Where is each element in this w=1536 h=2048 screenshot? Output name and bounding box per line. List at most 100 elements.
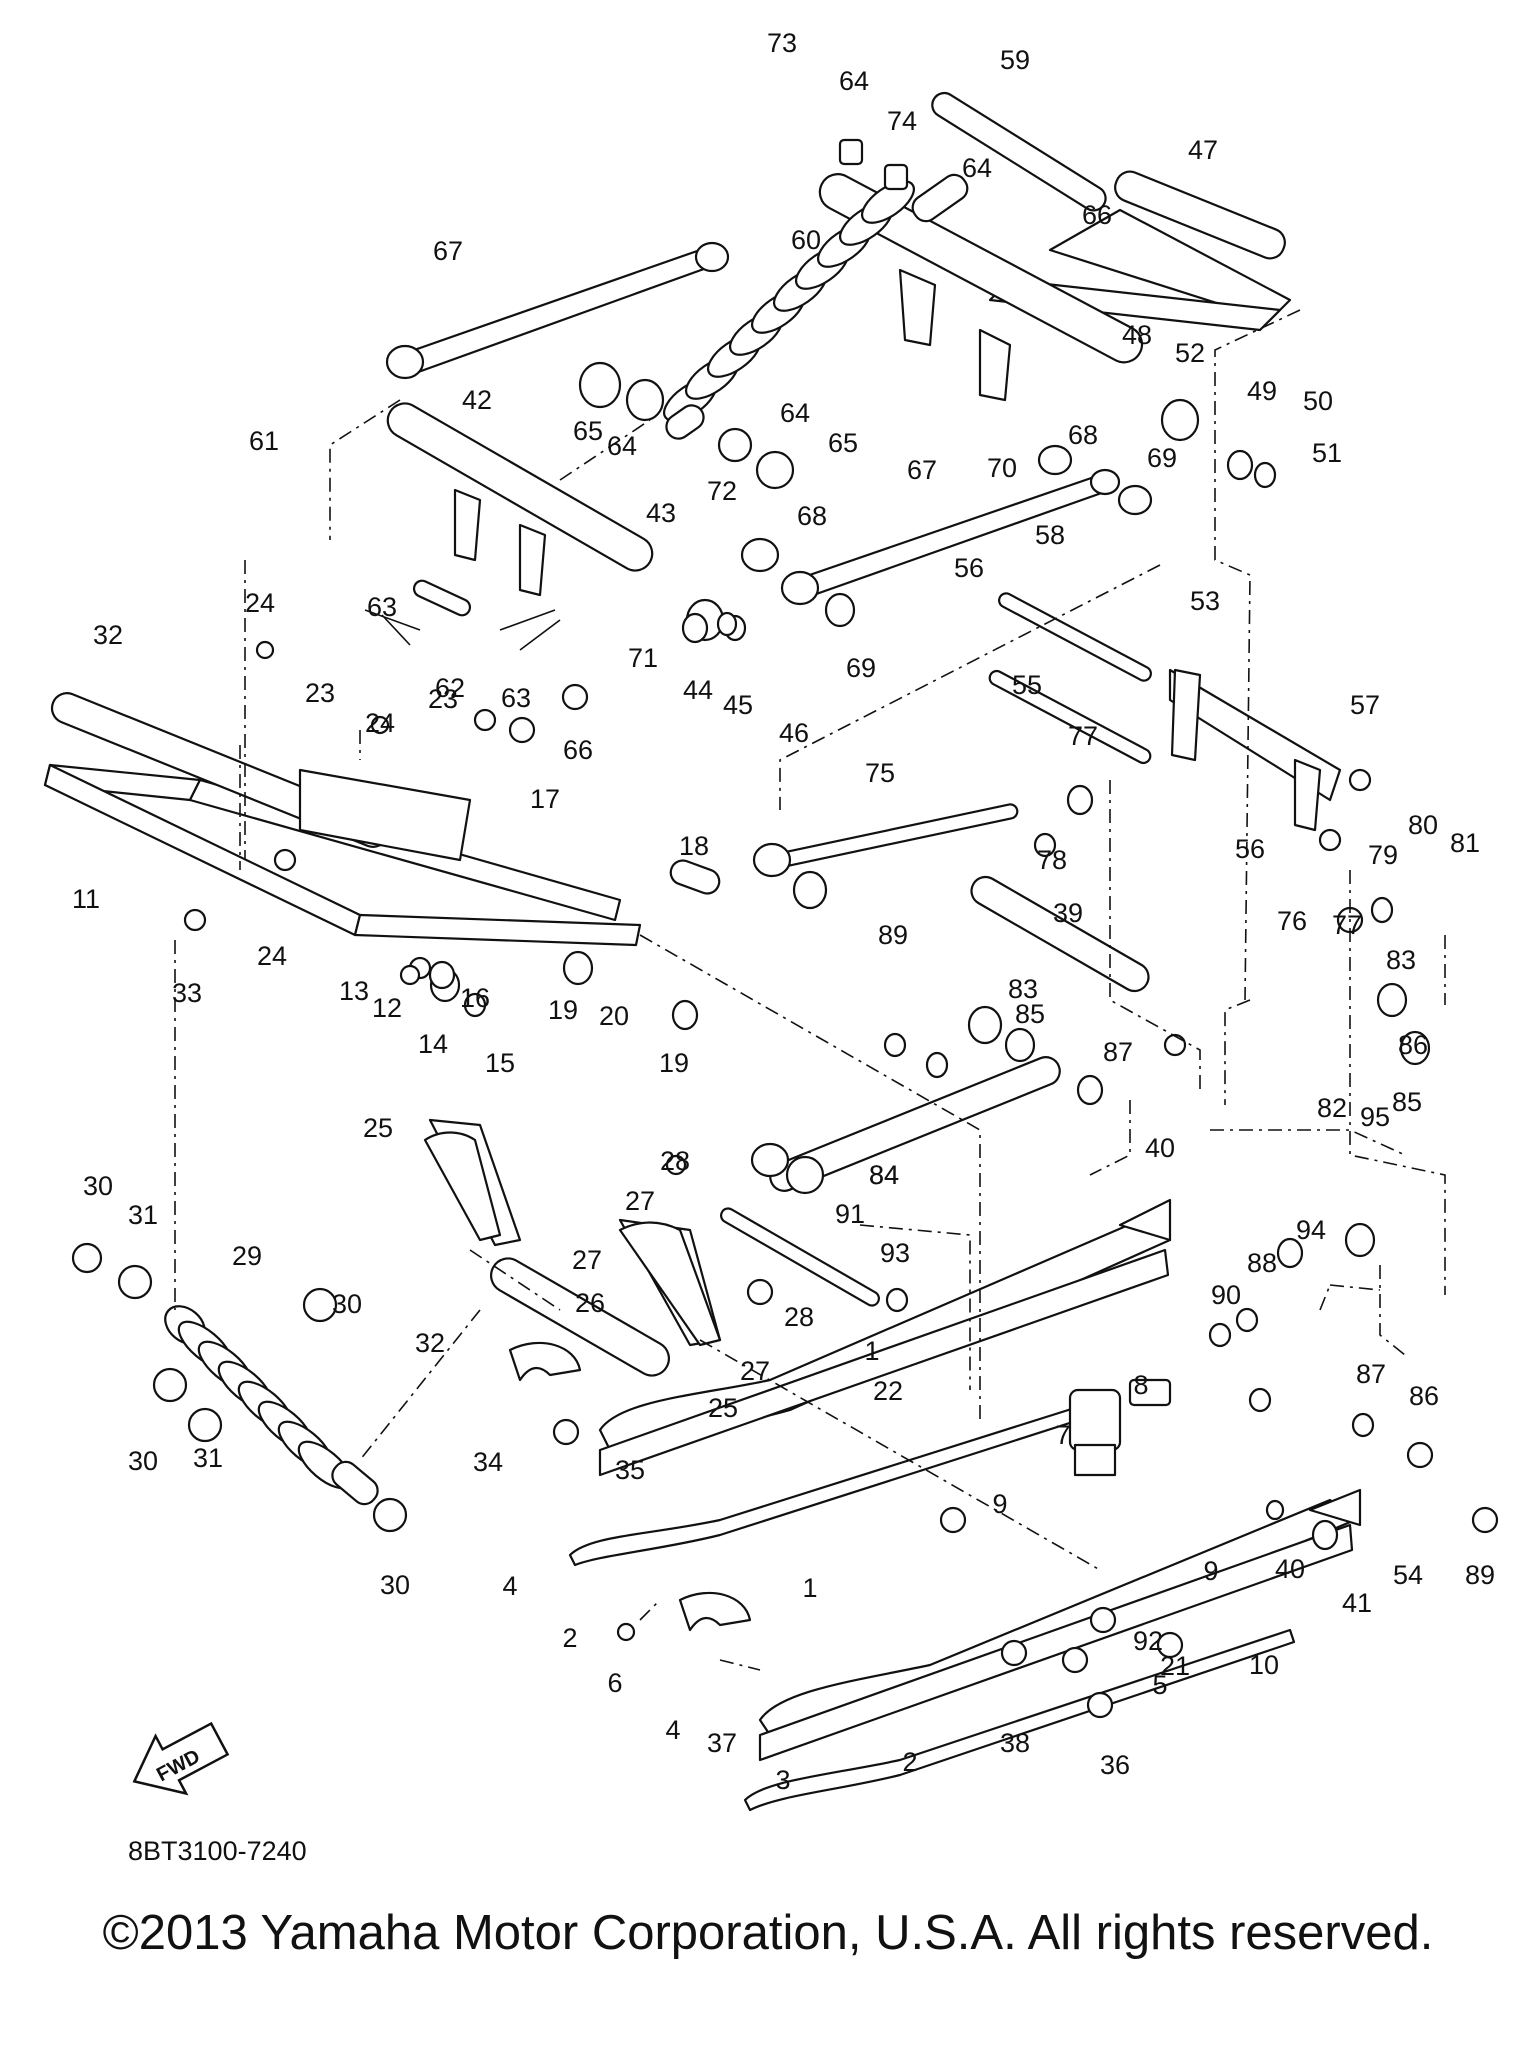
part-number-label: 46: [779, 718, 809, 748]
part-number-label: 32: [415, 1328, 445, 1358]
link-rods-67: [385, 241, 1121, 606]
front-arm-11: [43, 692, 642, 947]
part-number-label: 41: [1342, 1588, 1372, 1618]
part-number-label: 51: [1312, 438, 1342, 468]
part-number-label: 45: [723, 690, 753, 720]
part-number-label: 72: [707, 476, 737, 506]
part-number-label: 4: [665, 1715, 680, 1745]
part-number-label: 93: [880, 1238, 910, 1268]
part-number-label: 86: [1409, 1381, 1439, 1411]
part-number-label: 59: [1000, 45, 1030, 75]
part-number-label: 2: [902, 1747, 917, 1777]
part-number-label: 19: [548, 995, 578, 1025]
part-number-label: 27: [572, 1245, 602, 1275]
part-number-label: 62: [435, 673, 465, 703]
part-number-label: 78: [1037, 845, 1067, 875]
part-number-label: 1: [864, 1336, 879, 1366]
rear-axle-53: [988, 592, 1342, 832]
part-number-label: 26: [575, 1288, 605, 1318]
part-number-label: 91: [835, 1199, 865, 1229]
part-number-label: 79: [1368, 840, 1398, 870]
part-number-label: 40: [1275, 1554, 1305, 1584]
part-number-label: 73: [767, 28, 797, 58]
drawing-code: 8BT3100-7240: [128, 1836, 307, 1866]
part-number-label: 48: [1122, 320, 1152, 350]
part-number-label: 68: [1068, 420, 1098, 450]
part-number-label: 83: [1008, 974, 1038, 1004]
part-number-label: 31: [128, 1200, 158, 1230]
part-number-label: 29: [232, 1241, 262, 1271]
part-number-label: 90: [1211, 1280, 1241, 1310]
part-number-label: 23: [305, 678, 335, 708]
part-number-label: 11: [72, 884, 100, 914]
part-number-label: 33: [172, 978, 202, 1008]
part-number-label: 71: [628, 643, 658, 673]
part-number-label: 69: [1147, 443, 1177, 473]
part-number-label: 57: [1350, 690, 1380, 720]
front-upper-arm-42: [386, 402, 654, 597]
part-number-label: 84: [869, 1160, 899, 1190]
part-number-label: 64: [780, 398, 810, 428]
part-number-label: 77: [1068, 721, 1098, 751]
part-number-label: 88: [1247, 1248, 1277, 1278]
part-number-label: 83: [1386, 945, 1416, 975]
part-number-label: 30: [332, 1289, 362, 1319]
stoppers-and-blocks: [423, 1131, 1122, 1632]
part-number-label: 53: [1190, 586, 1220, 616]
part-number-label: 28: [784, 1302, 814, 1332]
part-number-label: 54: [1393, 1560, 1423, 1590]
part-number-label: 30: [128, 1446, 158, 1476]
copyright-notice: ©2013 Yamaha Motor Corporation, U.S.A. A…: [102, 1906, 1434, 1960]
part-number-label: 65: [573, 416, 603, 446]
part-number-label: 30: [380, 1570, 410, 1600]
shafts-75-39: [720, 803, 1150, 1307]
part-number-label: 66: [1082, 200, 1112, 230]
part-number-label: 84: [869, 1160, 899, 1190]
part-number-label: 34: [473, 1447, 503, 1477]
part-number-label: 56: [1235, 834, 1265, 864]
part-number-label: 80: [1408, 810, 1438, 840]
rear-shock-absorber: [663, 173, 969, 440]
part-number-label: 12: [372, 993, 402, 1023]
part-number-label: 55: [1012, 670, 1042, 700]
part-number-label: 27: [625, 1186, 655, 1216]
part-number-label: 7: [1055, 1420, 1070, 1450]
part-number-label: 52: [1175, 338, 1205, 368]
part-number-label: 67: [433, 236, 463, 266]
part-number-label: 60: [791, 225, 821, 255]
part-number-label: 63: [367, 592, 397, 622]
part-number-label: 21: [1160, 1651, 1190, 1681]
part-number-label: 89: [1465, 1560, 1495, 1590]
part-number-label: 75: [865, 758, 895, 788]
part-number-label: 74: [887, 106, 917, 136]
part-number-label: 24: [245, 588, 275, 618]
part-number-label: 25: [708, 1393, 738, 1423]
part-number-label: 87: [1103, 1037, 1133, 1067]
part-number-label: 44: [683, 675, 713, 705]
part-number-label: 61: [249, 426, 279, 456]
part-number-label: 66: [563, 735, 593, 765]
part-number-label: 64: [607, 431, 637, 461]
part-number-label: 10: [1249, 1650, 1279, 1680]
part-number-label: 6: [607, 1668, 622, 1698]
part-number-label: 17: [530, 784, 560, 814]
part-number-label: 68: [797, 501, 827, 531]
part-number-label: 42: [462, 385, 492, 415]
part-number-label: 58: [1035, 520, 1065, 550]
part-number-label: 4: [502, 1571, 517, 1601]
part-number-label: 19: [659, 1048, 689, 1078]
part-number-label: 5: [1152, 1670, 1167, 1700]
part-number-label: 8: [1133, 1370, 1148, 1400]
part-number-label: 76: [1277, 906, 1307, 936]
part-number-label: 13: [339, 976, 369, 1006]
part-number-label: 31: [193, 1443, 223, 1473]
part-number-label: 23: [428, 684, 458, 714]
part-number-label: 92: [1133, 1626, 1163, 1656]
part-number-label: 36: [1100, 1750, 1130, 1780]
part-number-label: 20: [599, 1001, 629, 1031]
part-number-label: 9: [992, 1489, 1007, 1519]
part-number-label: 16: [460, 983, 490, 1013]
part-number-label: 40: [1145, 1133, 1175, 1163]
fwd-arrow-icon: FWD: [132, 1721, 230, 1796]
